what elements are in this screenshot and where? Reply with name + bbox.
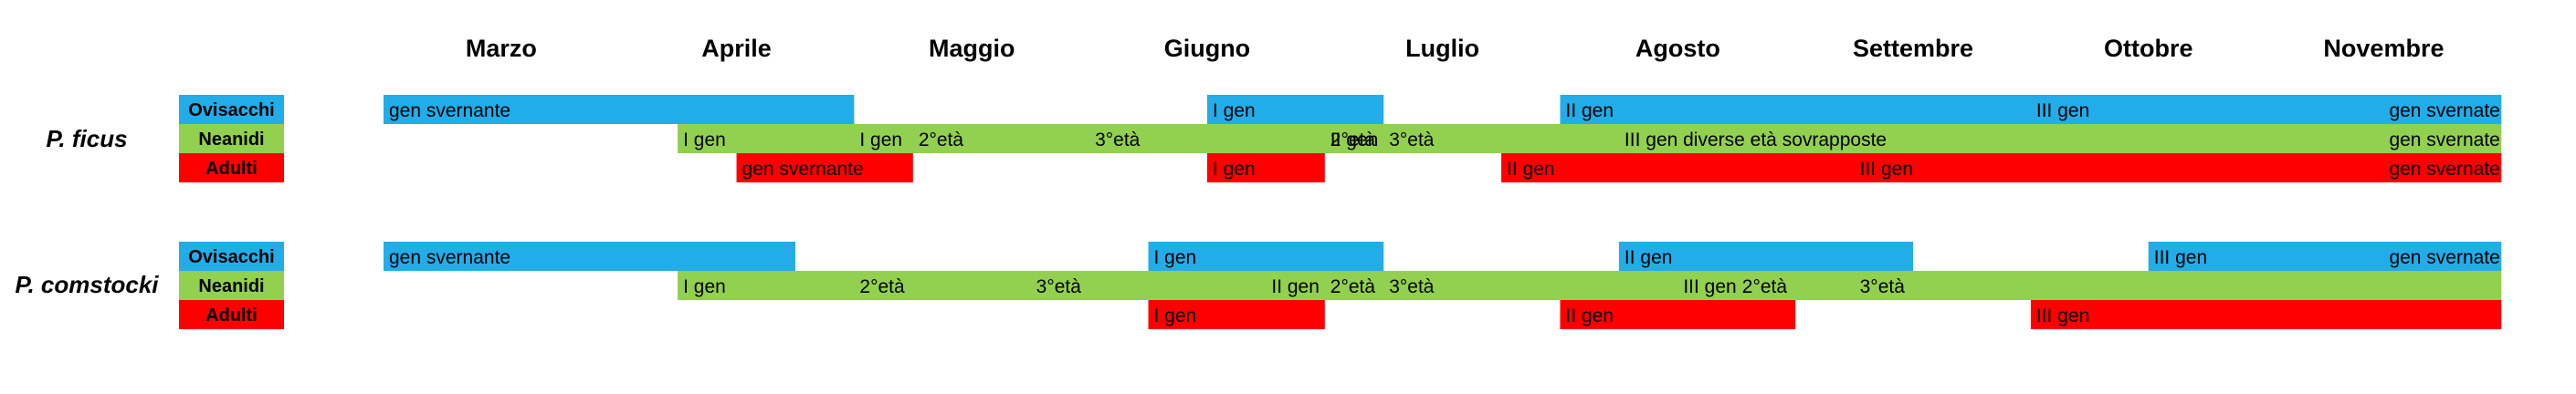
stage-box-neanidi [179,124,284,153]
bar-label-gen-svernate: gen svernate [2389,100,2499,121]
bar-label-ii-gen: II gen [1566,306,1614,327]
bar-p-comstocki-ovisacchi-1 [1148,242,1384,271]
bar-label-2-et: 2°età [1742,276,1788,297]
bar-label-i-gen: I gen [859,130,902,150]
bar-label-i-gen: I gen [1154,247,1197,268]
month-label-novembre: Novembre [2323,35,2444,62]
bar-label-gen-svernate: gen svernate [2389,159,2499,180]
bar-label-3-et: 3°età [1389,130,1435,150]
bar-label-iii-gen: III gen [2036,100,2089,121]
bar-label-3-et: 3°età [1095,130,1141,150]
bar-label-3-et: 3°età [1389,276,1435,297]
bar-label-gen-svernante: gen svernante [742,159,864,180]
bar-p-ficus-neanidi-0 [678,124,2502,153]
stage-label-ovisacchi: Ovisacchi [188,100,275,120]
species-label-p-comstocki: P. comstocki [15,271,159,298]
bar-p-ficus-adulti-2 [1501,153,2502,182]
stage-label-neanidi: Neanidi [198,130,264,150]
stage-box-ovisacchi [179,95,284,124]
bar-p-comstocki-ovisacchi-3 [2148,242,2502,271]
bar-label-gen-svernate: gen svernate [2389,130,2499,150]
stage-label-ovisacchi: Ovisacchi [188,247,275,267]
stage-label-neanidi: Neanidi [198,276,264,296]
bar-label-gen-svernante: gen svernante [389,100,510,121]
month-label-ottobre: Ottobre [2104,35,2193,62]
stage-box-neanidi [179,271,284,300]
bar-p-ficus-adulti-0 [736,153,913,182]
bar-p-ficus-ovisacchi-2 [1560,95,2502,124]
bar-p-comstocki-ovisacchi-2 [1618,242,1914,271]
bar-label-i-gen: I gen [683,276,726,297]
bar-label-2-et: 2°età [859,276,905,297]
bar-p-comstocki-ovisacchi-0 [384,242,795,271]
bar-label-2-et: 2°età [1330,130,1376,150]
bar-label-2-et: 2°età [1330,276,1376,297]
bar-label-ii-gen: II gen [1271,276,1320,297]
bar-label-gen-svernante: gen svernante [389,247,510,268]
bars-layer [179,95,2502,329]
month-label-giugno: Giugno [1164,35,1250,62]
bar-label-iii-gen: III gen [1683,276,1736,297]
month-label-luglio: Luglio [1405,35,1479,62]
bar-p-comstocki-adulti-2 [2030,300,2502,329]
stage-box-adulti [179,153,284,182]
bar-p-comstocki-adulti-1 [1560,300,1796,329]
stage-label-adulti: Adulti [205,159,258,179]
bar-label-i-gen: I gen [1213,159,1256,180]
bar-label-iii-gen: III gen [2154,247,2207,268]
month-label-agosto: Agosto [1635,35,1720,62]
bar-p-ficus-ovisacchi-1 [1206,95,1384,124]
bar-label-ii-gen: II gen [1566,100,1614,121]
bar-label-i-gen: I gen [683,130,726,150]
month-axis: Marzo Aprile Maggio Giugno Luglio Agosto Sette… [466,35,2445,62]
bar-label-iii-gen-diverse-et-sovrapposte: III gen diverse età sovrapposte [1624,130,1887,150]
bar-label-ii-gen: II gen [1507,159,1555,180]
month-label-marzo: Marzo [466,35,537,62]
bar-label-3-et: 3°età [1860,276,1906,297]
month-label-settembre: Settembre [1853,35,1973,62]
stage-box-adulti [179,300,284,329]
month-label-aprile: Aprile [701,35,772,62]
bar-label-iii-gen: III gen [1860,159,1913,180]
stage-label-adulti: Adulti [205,306,258,326]
bar-label-i-gen: I gen [1213,100,1256,121]
bar-label-iii-gen: III gen [2036,306,2089,327]
bar-p-comstocki-adulti-0 [1148,300,1325,329]
bar-label-3-et: 3°età [1036,276,1082,297]
bar-p-ficus-adulti-1 [1206,153,1325,182]
bar-label-gen-svernate: gen svernate [2389,247,2499,268]
species-label-p-ficus: P. ficus [46,125,127,152]
bar-label-ii-gen: II gen [1624,247,1673,268]
month-label-maggio: Maggio [929,35,1015,62]
bar-label-ii-gen: II gen [1330,130,1379,150]
stage-box-ovisacchi [179,242,284,271]
bar-p-comstocki-neanidi-0 [678,271,2502,300]
bar-label-2-et: 2°età [919,130,964,150]
bar-label-i-gen: I gen [1154,306,1197,327]
bar-p-ficus-ovisacchi-0 [384,95,855,124]
